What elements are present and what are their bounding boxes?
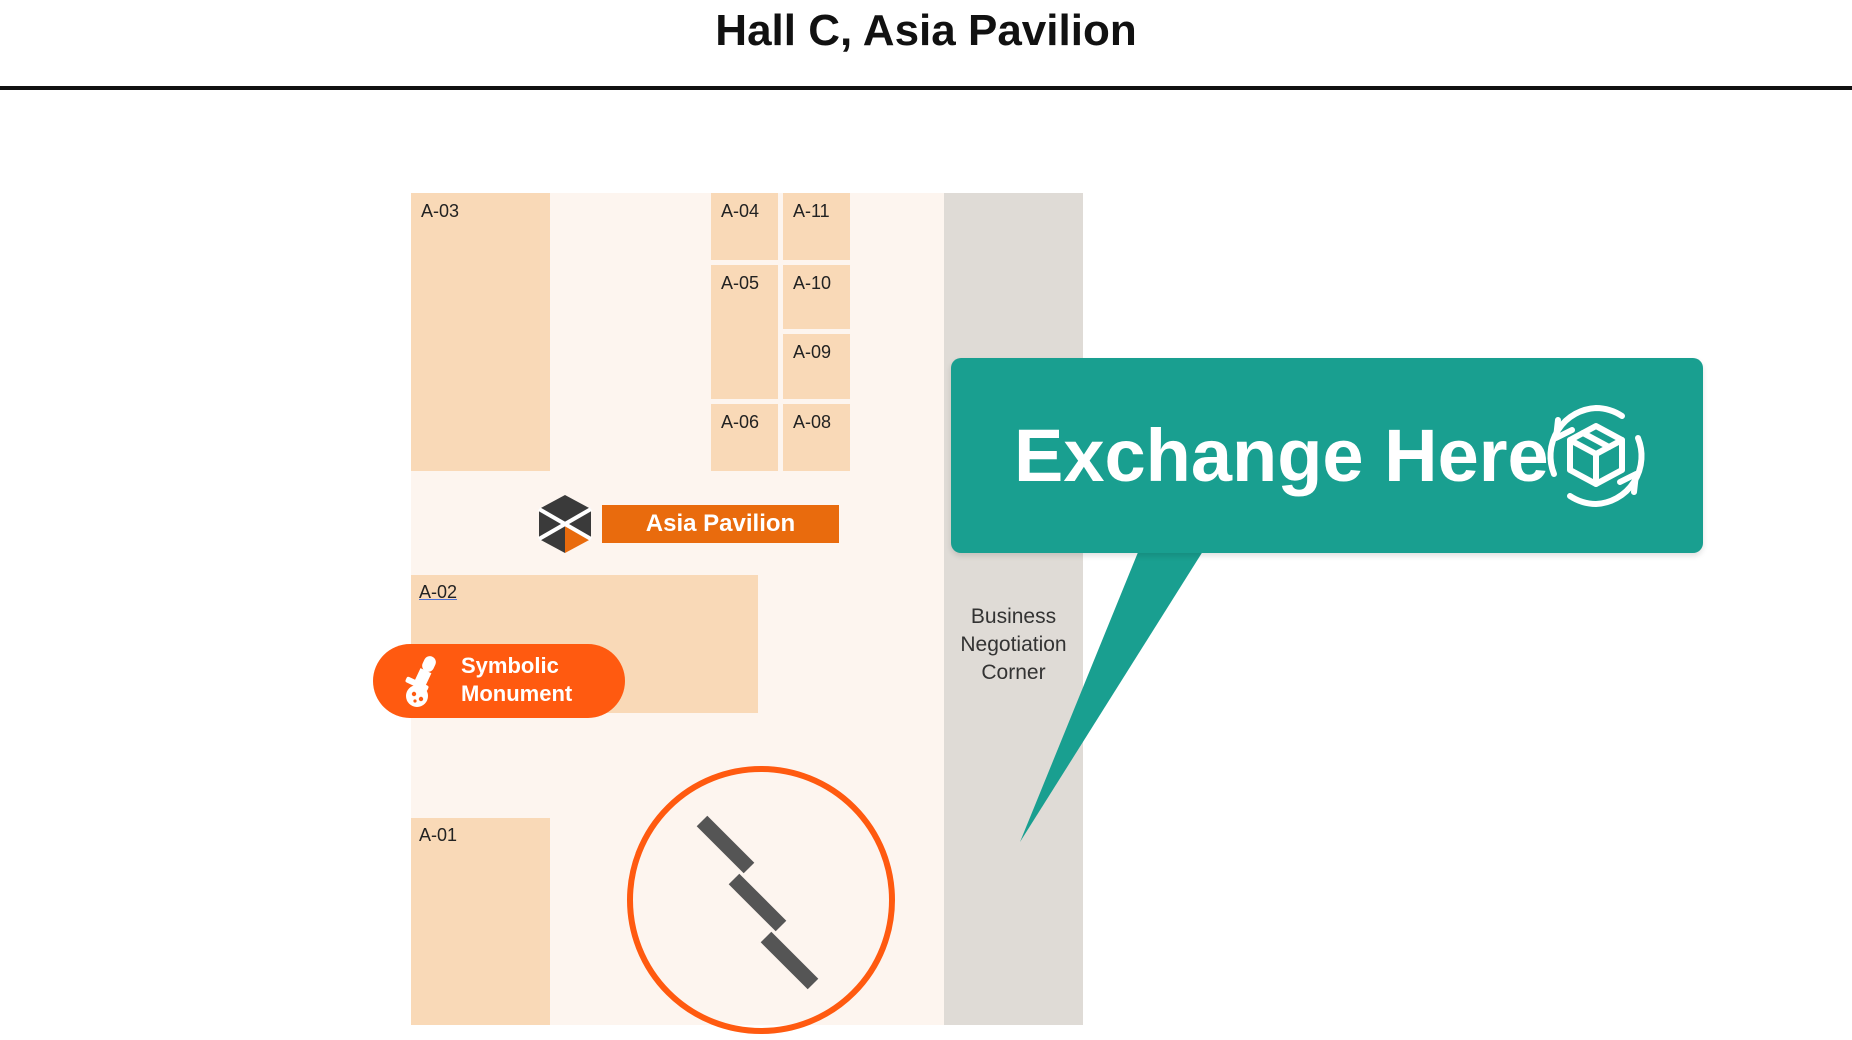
booth-a-11[interactable]: A-11 (783, 193, 850, 260)
booth-label: A-05 (721, 273, 760, 293)
exchange-label: Exchange Here (1014, 414, 1549, 497)
stamp-icon (405, 656, 436, 707)
corner-label: Business Negotiation Corner (944, 603, 1083, 687)
page-title: Hall C, Asia Pavilion (715, 6, 1137, 55)
corner-label-line: Corner (981, 661, 1046, 684)
booth-label: A-10 (793, 273, 832, 293)
monument-label: Symbolic Monument (461, 652, 572, 708)
header: Hall C, Asia Pavilion (0, 0, 1852, 90)
booth-a-05[interactable]: A-05 (711, 265, 778, 399)
booth-label: A-02 (419, 582, 458, 602)
asia-pavilion-sign[interactable]: Asia Pavilion (602, 505, 839, 543)
booth-a-10[interactable]: A-10 (783, 265, 850, 329)
booth-a-04[interactable]: A-04 (711, 193, 778, 260)
exchange-callout[interactable]: Exchange Here (951, 358, 1703, 553)
booth-a-09[interactable]: A-09 (783, 334, 850, 399)
asia-pavilion-logo-icon (538, 495, 592, 553)
booth-label: A-11 (793, 201, 830, 221)
booth-label: A-04 (721, 201, 760, 221)
booth-a-08[interactable]: A-08 (783, 404, 850, 471)
booth-a-06[interactable]: A-06 (711, 404, 778, 471)
booth-a-01[interactable]: A-01 (411, 818, 550, 1025)
booth-label: A-09 (793, 342, 832, 362)
monument-area (627, 766, 895, 1034)
corner-label-line: Business (970, 605, 1057, 628)
symbolic-monument-marker[interactable]: Symbolic Monument (373, 644, 625, 718)
booth-label: A-01 (419, 825, 458, 845)
monument-label-line: Symbolic (461, 653, 559, 678)
package-exchange-icon (1547, 405, 1645, 507)
corner-label-line: Negotiation (960, 633, 1067, 656)
booth-label: A-03 (421, 201, 460, 221)
booth-label: A-08 (793, 412, 832, 432)
callout-pointer (1020, 540, 1210, 842)
business-negotiation-corner[interactable]: Business Negotiation Corner (944, 193, 1083, 1025)
booth-label: A-06 (721, 412, 760, 432)
monument-label-line: Monument (461, 681, 573, 706)
floor-map: A-03 A-04 A-11 A-05 A-10 A-09 A-06 A-08 … (411, 193, 1083, 1034)
booth-a-03[interactable]: A-03 (411, 193, 550, 471)
